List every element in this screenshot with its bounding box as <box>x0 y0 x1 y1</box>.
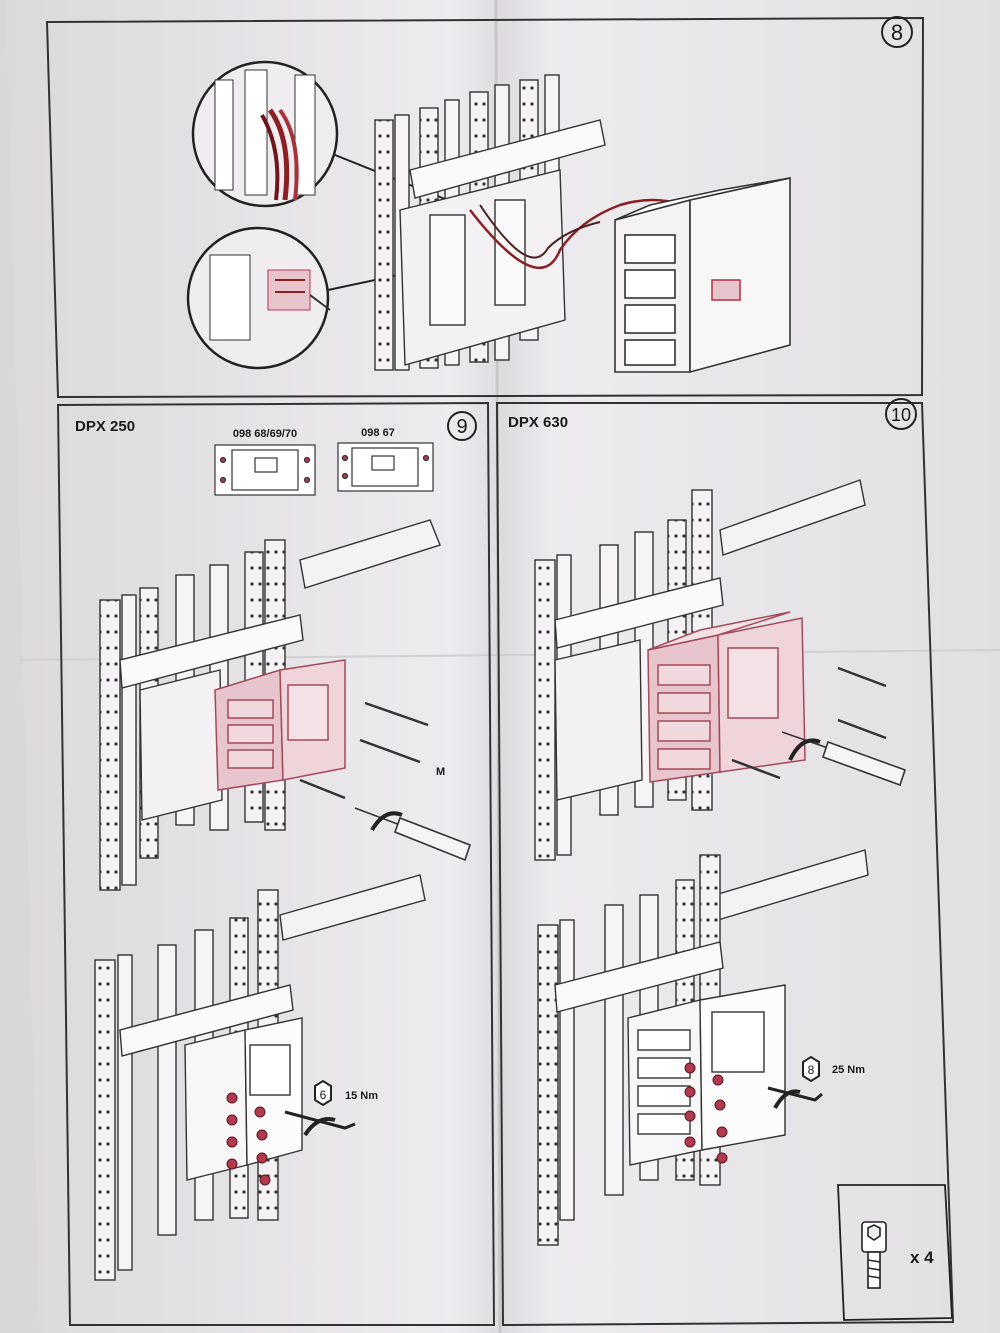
step-9-title: DPX 250 <box>75 418 135 435</box>
breaker-front-view-b <box>337 442 434 492</box>
detail-circle-connector <box>186 226 331 370</box>
dpx630-breaker-highlight <box>647 611 806 783</box>
breaker-front-view-a <box>214 444 316 496</box>
screwdriver-icon <box>354 807 472 862</box>
screwdriver-icon-630 <box>781 731 907 787</box>
detail-circle-wires <box>191 60 339 208</box>
mounting-screws-630 <box>731 666 887 780</box>
hex-size-9: 6 <box>320 1088 327 1102</box>
busbar-assembly <box>374 74 606 371</box>
hex-size-10: 8 <box>808 1063 815 1077</box>
step-8-panel: 8 <box>45 16 925 399</box>
step-10-badge <box>885 398 917 430</box>
fixing-bolts <box>226 1092 271 1186</box>
torque-10: 25 Nm <box>832 1064 865 1076</box>
bolt-quantity-box: x 4 <box>837 1184 953 1321</box>
step-10-number: 10 <box>891 405 911 425</box>
bolt-quantity: x 4 <box>910 1248 934 1267</box>
step-9-number: 9 <box>456 416 467 438</box>
ref-label-a: 098 68/69/70 <box>233 428 297 440</box>
dpx630-assembly-fixed <box>537 849 869 1246</box>
dpx250-breaker-highlight <box>214 659 346 791</box>
hex-key-icon: 6 <box>284 1079 356 1137</box>
step-9-badge <box>447 411 477 441</box>
torque-9: 15 Nm <box>345 1090 378 1102</box>
step-8-number: 8 <box>891 20 903 45</box>
dpx250-assembly-fixed <box>94 874 426 1281</box>
circuit-breaker <box>614 177 791 374</box>
screw-label-m: M <box>436 766 445 778</box>
mounting-screws <box>299 701 429 800</box>
ref-label-b: 098 67 <box>361 427 395 439</box>
wire-harness-2 <box>479 204 601 259</box>
step-9-panel: DPX 250 9 098 68/69/70 098 67 <box>56 401 496 1326</box>
cap-screw-icon <box>861 1221 887 1289</box>
step-10-panel: DPX 630 10 <box>495 398 955 1327</box>
fixing-bolts-630 <box>684 1062 728 1164</box>
hex-key-icon-630: 8 <box>767 1055 823 1109</box>
step-8-badge <box>881 16 913 48</box>
step-10-title: DPX 630 <box>508 414 568 431</box>
